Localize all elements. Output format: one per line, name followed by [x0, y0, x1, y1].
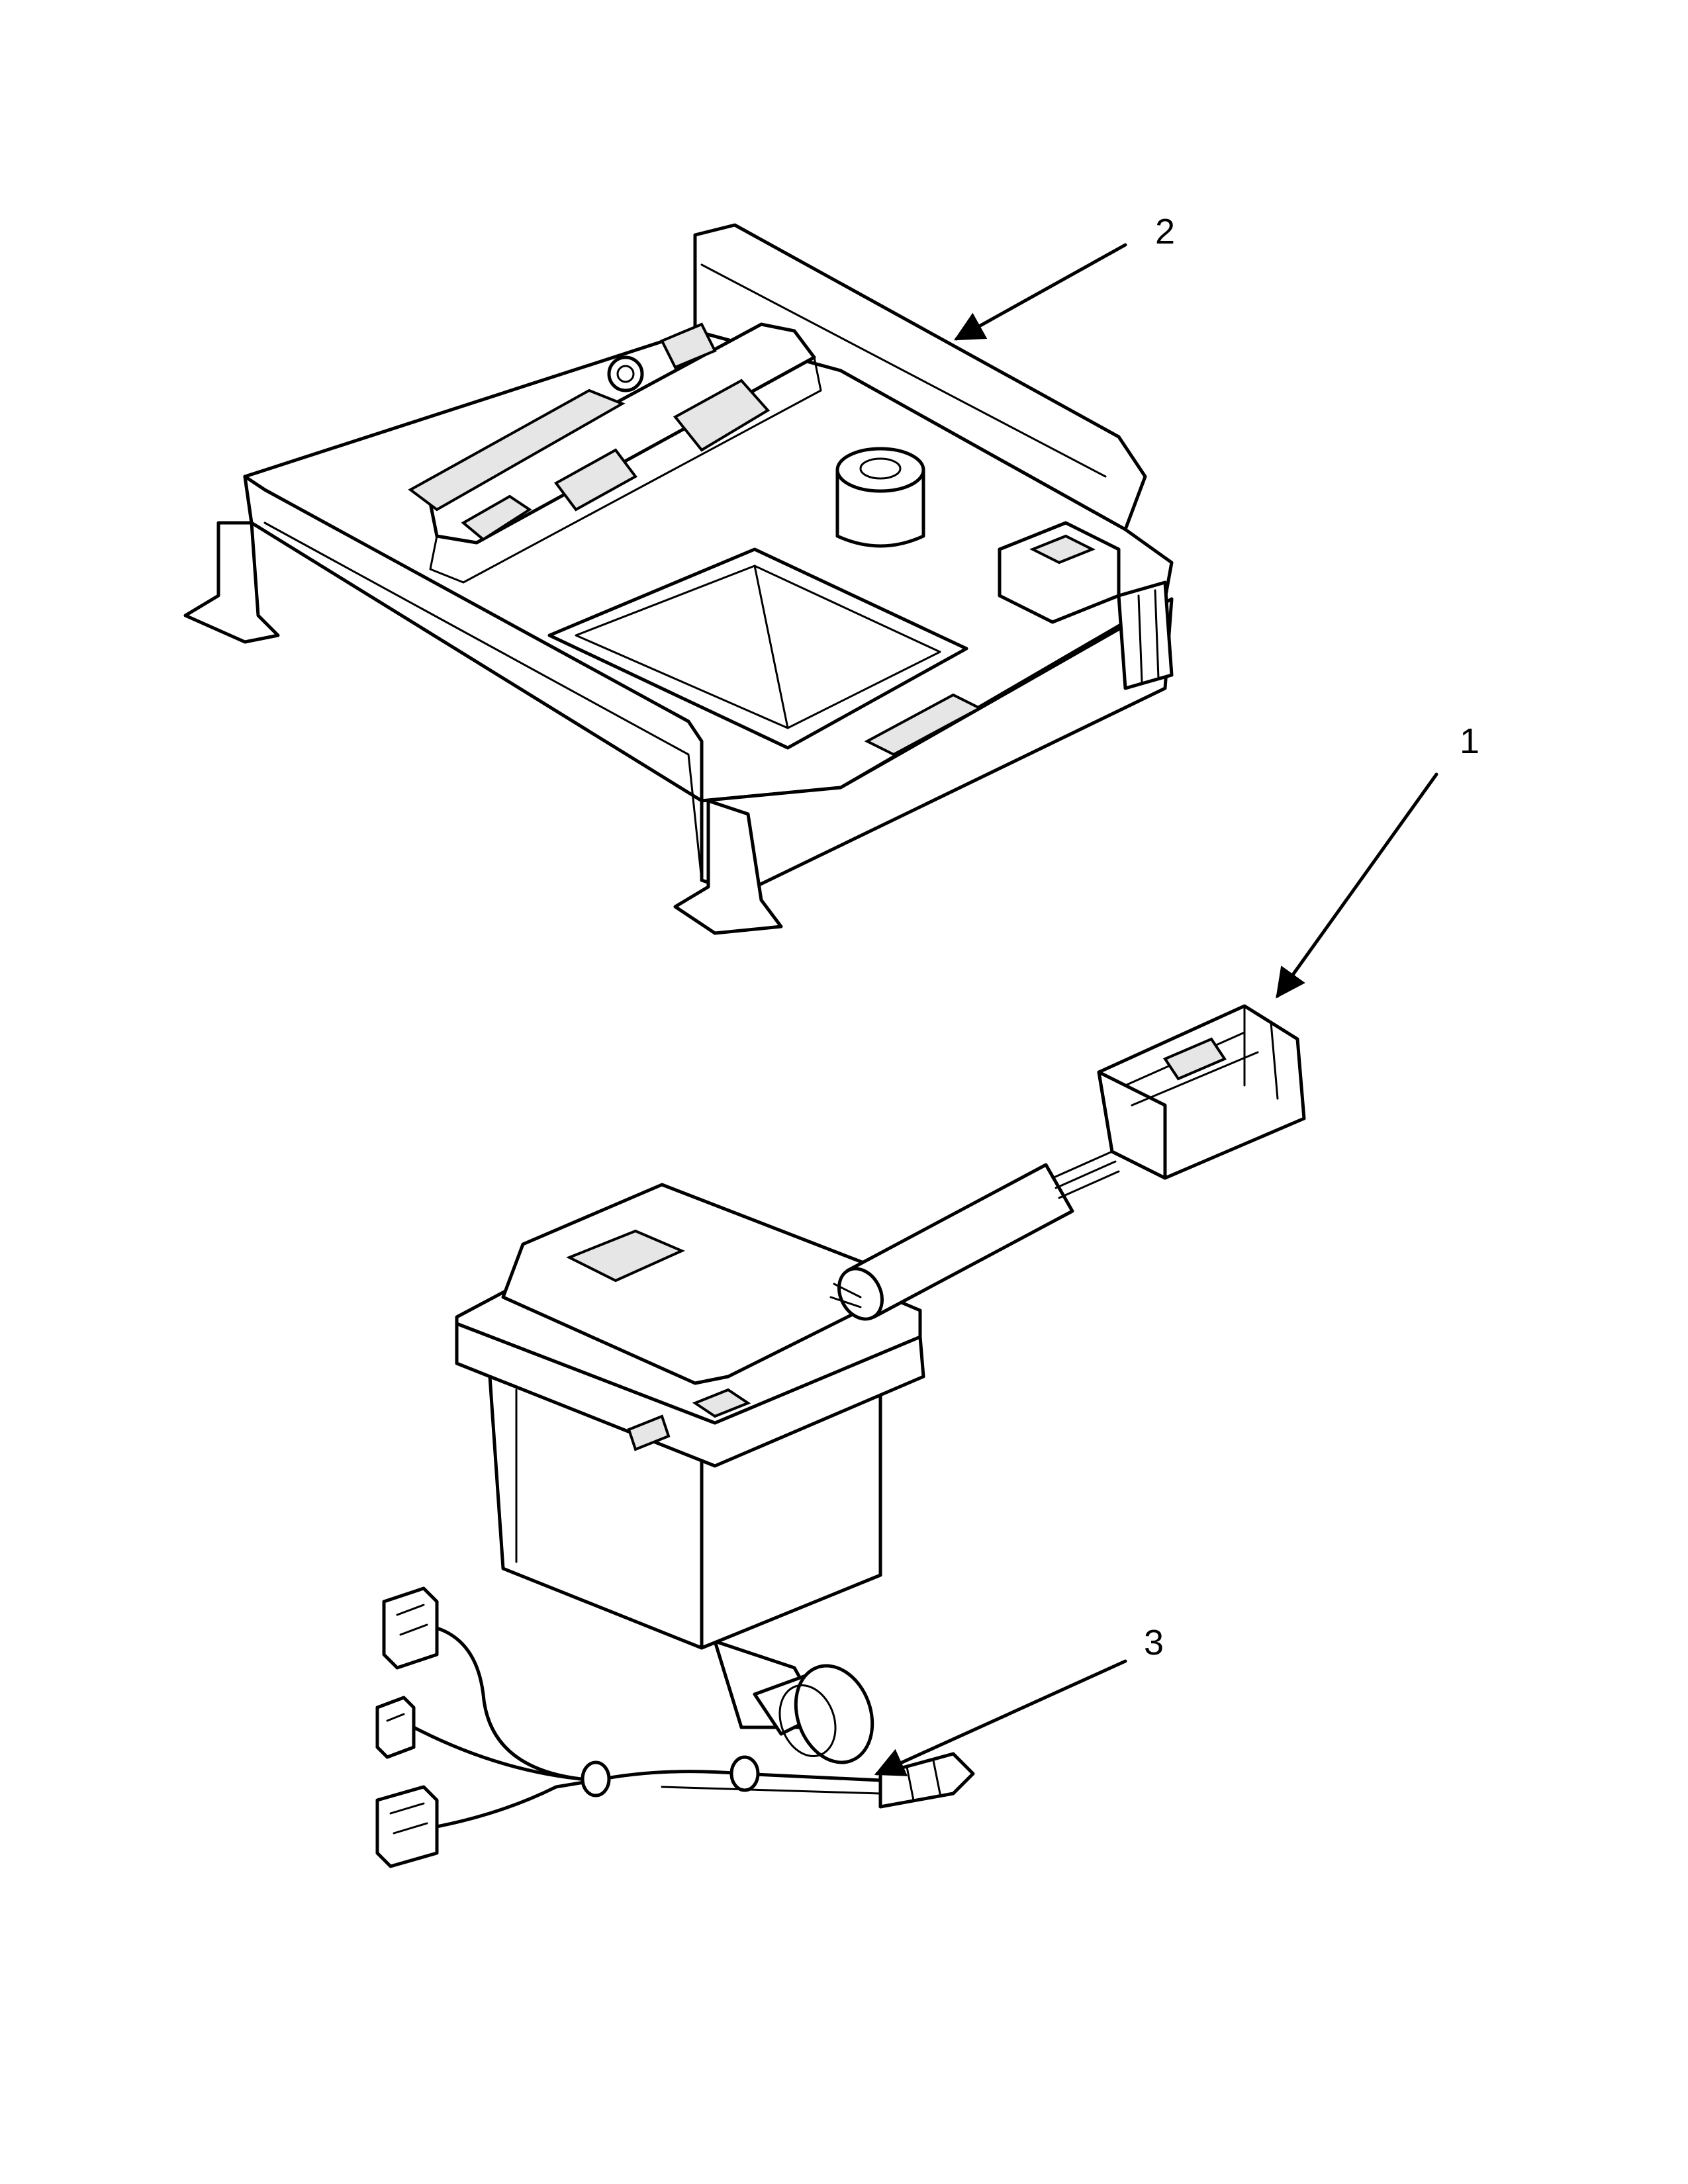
callout-arrows	[874, 243, 1438, 1776]
sensor-unit-part	[455, 1004, 1306, 1764]
wire-harness-part	[375, 1586, 975, 1868]
callout-label-1: 1	[1460, 721, 1479, 761]
callout-label-2: 2	[1155, 212, 1175, 251]
tray-bracket-part	[183, 223, 1174, 935]
callout-arrow-3	[874, 1659, 1127, 1776]
callout-arrow-2	[954, 243, 1127, 341]
callout-arrow-1	[1276, 772, 1438, 999]
callout-label-3: 3	[1144, 1623, 1164, 1662]
